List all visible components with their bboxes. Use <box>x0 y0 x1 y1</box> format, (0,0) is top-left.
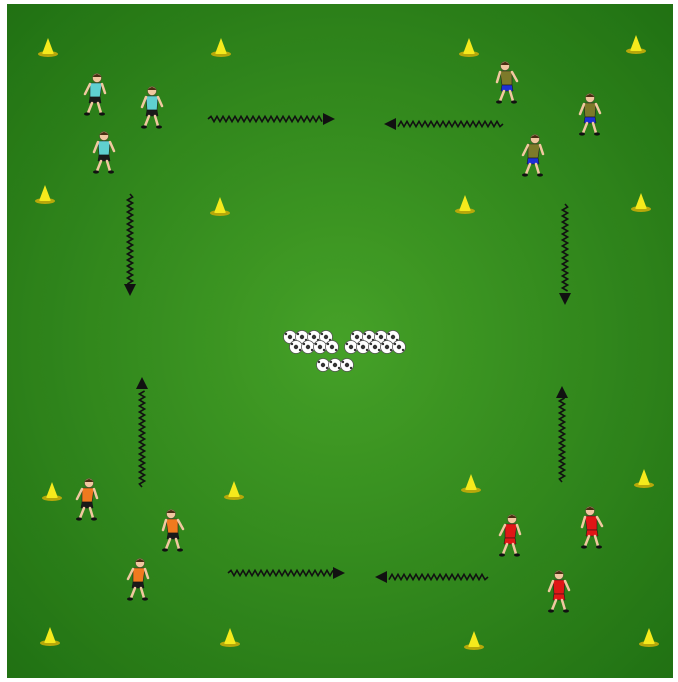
grass-texture <box>7 4 673 678</box>
soccer-ball-icon <box>317 359 330 372</box>
soccer-ball-icon <box>341 359 354 372</box>
soccer-ball-icon <box>329 359 342 372</box>
soccer-ball-icon <box>302 341 315 354</box>
soccer-ball-icon <box>314 341 327 354</box>
training-field <box>7 4 673 678</box>
soccer-ball-icon <box>393 341 406 354</box>
soccer-ball-icon <box>326 341 339 354</box>
field-svg <box>7 4 673 678</box>
soccer-ball-icon <box>357 341 370 354</box>
soccer-ball-icon <box>369 341 382 354</box>
soccer-ball-icon <box>345 341 358 354</box>
soccer-ball-icon <box>381 341 394 354</box>
soccer-ball-icon <box>290 341 303 354</box>
